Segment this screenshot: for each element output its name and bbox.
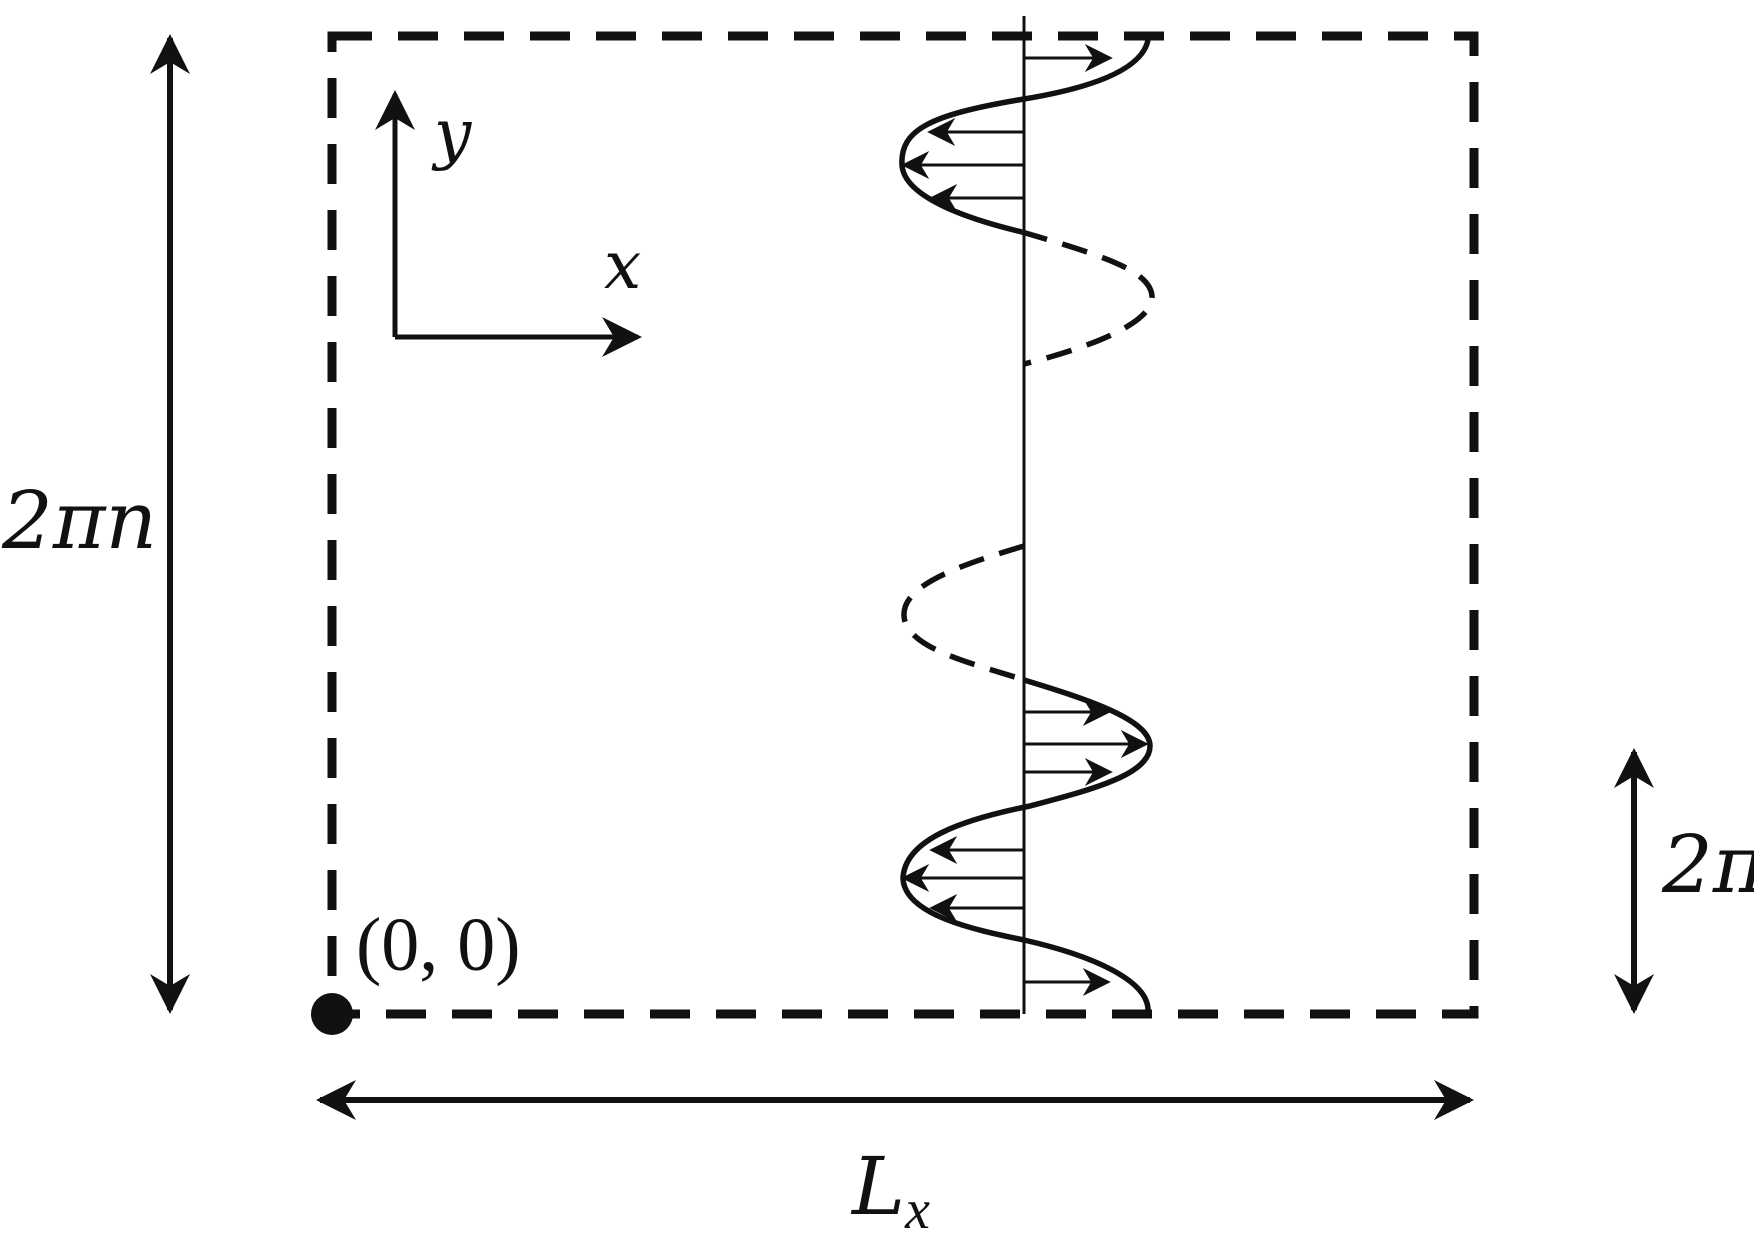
period-label: 2π <box>1661 818 1754 911</box>
width-label: Lx <box>850 1140 930 1241</box>
origin-point <box>311 993 353 1035</box>
velocity-profile-dashed-lower <box>901 543 1025 683</box>
y-axis-label: y <box>431 95 472 172</box>
velocity-arrows-lower <box>901 698 1149 996</box>
width-label-subscript: x <box>904 1179 930 1241</box>
velocity-arrows-upper <box>901 44 1113 212</box>
width-label-main: L <box>850 1140 905 1233</box>
height-label: 2πn <box>1 474 157 567</box>
x-axis-label: x <box>604 227 641 304</box>
origin-label: (0, 0) <box>356 903 521 987</box>
velocity-profile-lower <box>900 677 1153 1013</box>
velocity-profile-dashed-upper <box>1021 229 1155 367</box>
